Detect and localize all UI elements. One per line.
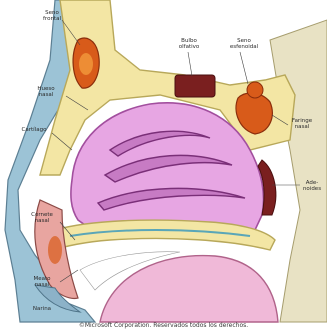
sphenoid-sinus-top xyxy=(247,82,263,98)
frontal-sinus-inner xyxy=(79,53,93,75)
label-nasal-meatus: Meato nasal xyxy=(22,276,62,288)
nostril-cartilage xyxy=(48,236,62,264)
label-olfactory-bulb: Bulbo olfativo xyxy=(168,38,210,50)
label-cartilage: Cartílago xyxy=(14,127,54,133)
label-nasal-turbinate: Cornete nasal xyxy=(22,212,62,224)
posterior-tissue xyxy=(270,20,327,322)
label-nasopharynx: Faringe nasal xyxy=(282,118,322,130)
label-sphenoid-sinus: Seno esfenoidal xyxy=(222,38,266,50)
label-nasal-bone: Hueso nasal xyxy=(26,86,66,98)
copyright-caption: ©Microsoft Corporation. Reservados todos… xyxy=(0,322,327,329)
olfactory-bulb xyxy=(175,75,215,97)
label-frontal-sinus: Seno frontal xyxy=(32,10,72,22)
label-nostril: Narina xyxy=(24,306,60,312)
label-adenoids: Ade- noides xyxy=(298,180,326,192)
